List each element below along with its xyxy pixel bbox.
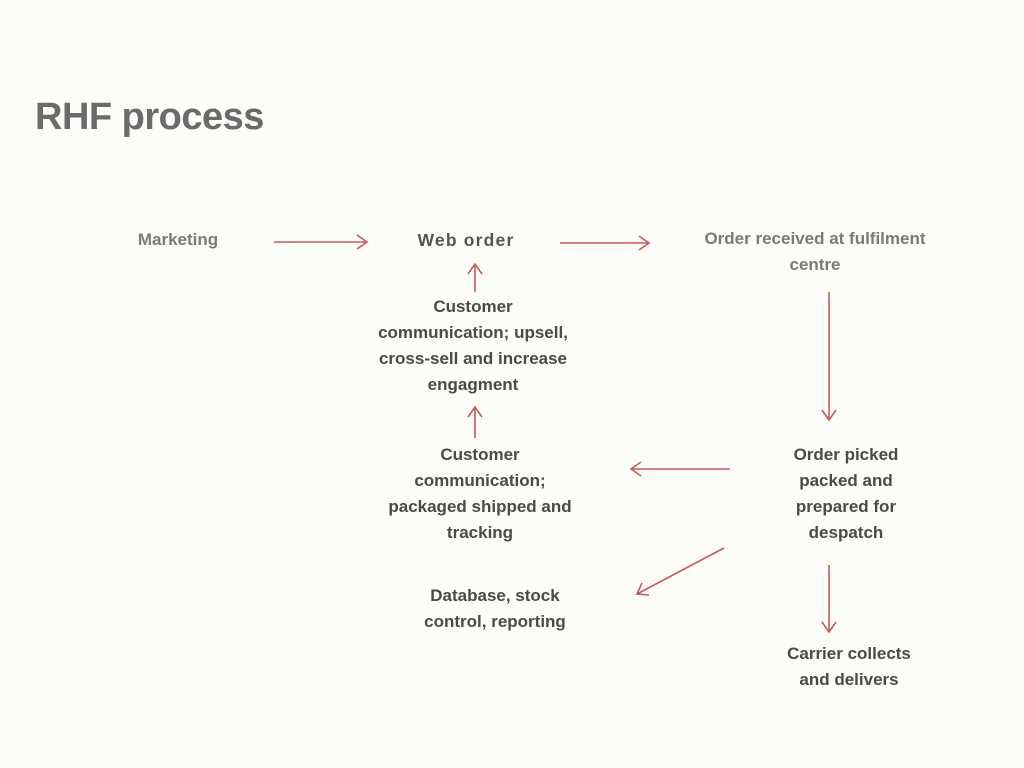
arrow-shipping-to-upsell	[467, 405, 483, 438]
arrow-web-order-to-order-received	[560, 235, 651, 251]
customer-communication-shipping-node: Customer communication; packaged shipped…	[388, 445, 572, 542]
database-node: Database, stock control, reporting	[424, 586, 566, 631]
arrow-marketing-to-web-order	[274, 234, 369, 250]
arrow-order-picked-to-database	[635, 547, 725, 596]
arrow-order-picked-to-carrier	[821, 565, 837, 634]
carrier-node: Carrier collects and delivers	[787, 644, 911, 689]
order-picked-node: Order picked packed and prepared for des…	[793, 445, 899, 542]
customer-communication-upsell-node: Customer communication; upsell, cross-se…	[378, 297, 568, 394]
order-received-node: Order received at fulfilment centre	[704, 229, 926, 274]
arrow-order-received-to-order-picked	[821, 292, 837, 422]
web-order-node: Web order	[417, 230, 515, 250]
arrow-order-picked-to-shipping	[629, 461, 730, 477]
marketing-node: Marketing	[137, 230, 219, 249]
page-title: RHF process	[35, 96, 264, 138]
arrow-upsell-to-web-order	[467, 262, 483, 292]
